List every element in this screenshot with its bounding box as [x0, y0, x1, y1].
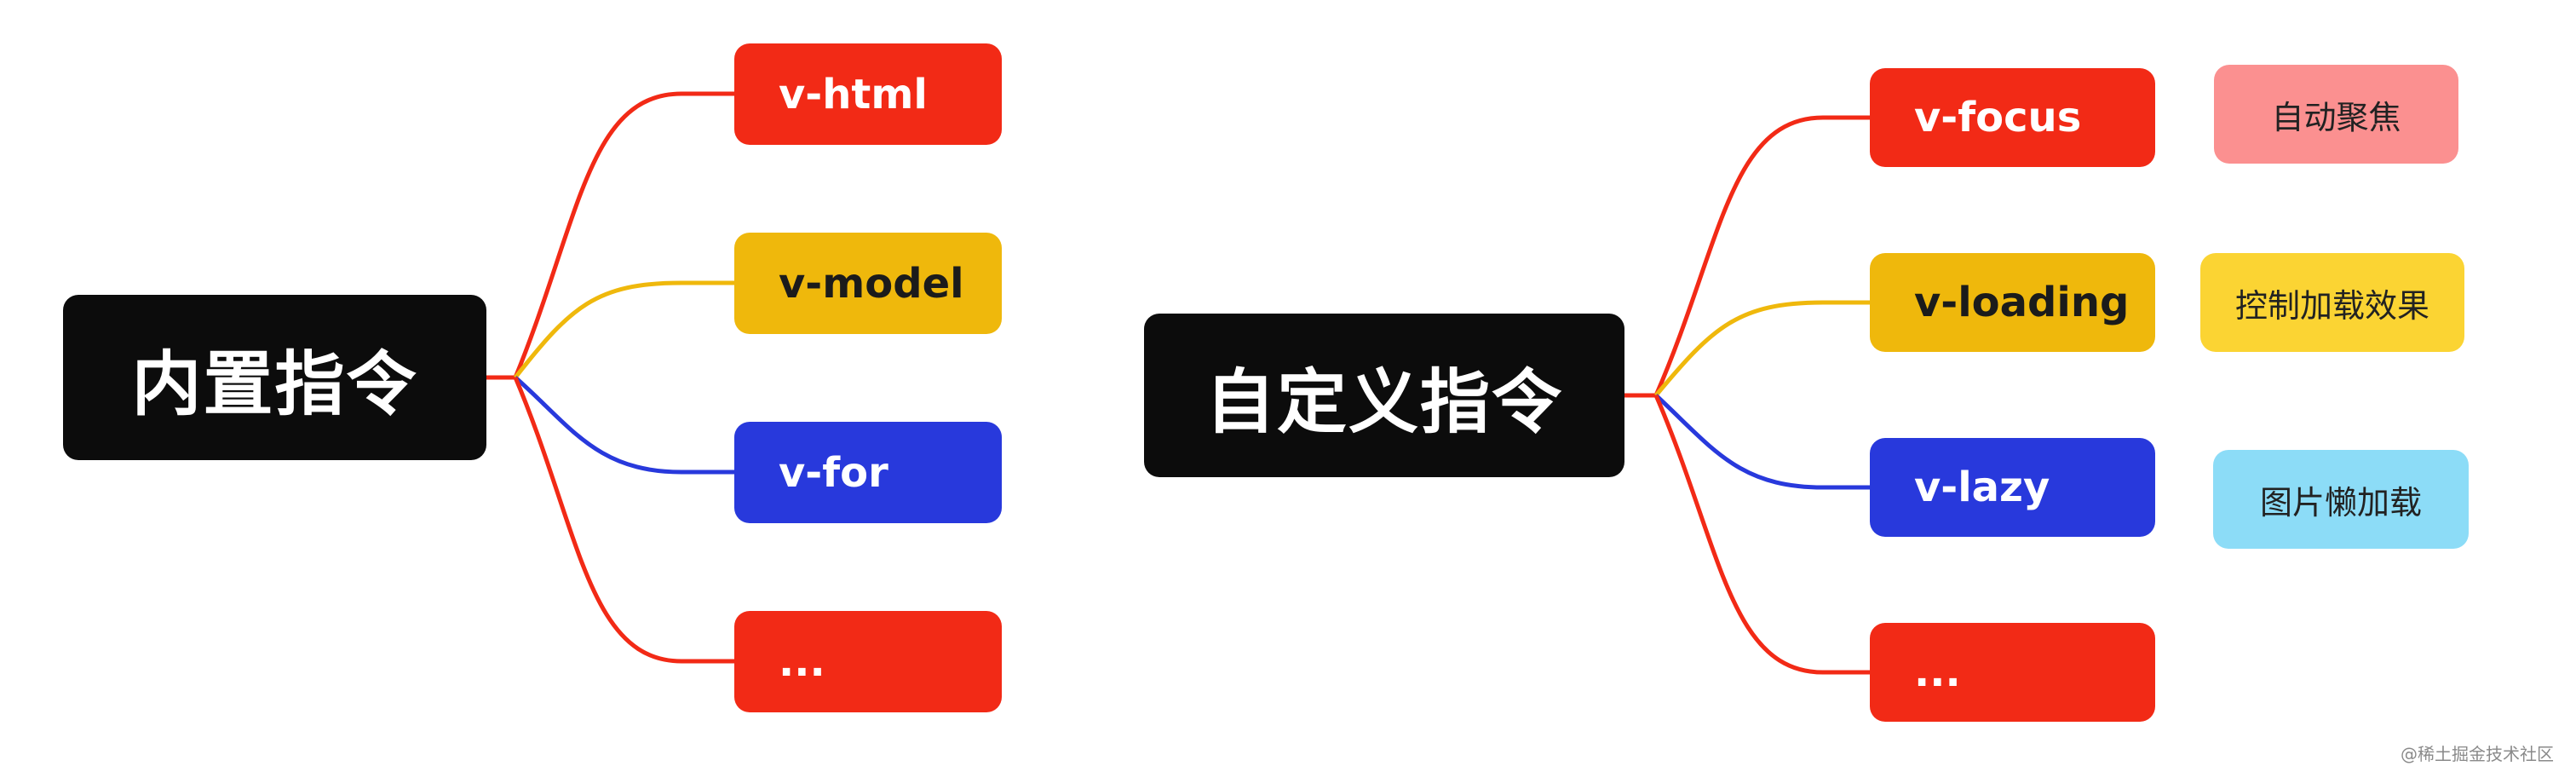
connector-right-4 — [1653, 395, 1870, 675]
root-node-label: 自定义指令 — [1205, 361, 1563, 443]
node-v-html: v-html — [734, 43, 1002, 145]
node-label: v-for — [779, 448, 888, 497]
note-lazy-image: 图片懒加载 — [2213, 450, 2469, 549]
node-label: v-model — [779, 259, 964, 308]
node-v-focus: v-focus — [1870, 68, 2155, 167]
note-label: 控制加载效果 — [2234, 286, 2429, 325]
note-loading-effect: 控制加载效果 — [2200, 253, 2464, 352]
node-v-for: v-for — [734, 422, 1002, 523]
node-label: v-focus — [1914, 94, 2082, 141]
node-label: v-loading — [1914, 279, 2130, 326]
connector-right-3 — [1654, 394, 1870, 490]
connector-left-1 — [513, 91, 734, 378]
node-label: v-html — [779, 70, 928, 118]
connector-left-2 — [514, 280, 734, 379]
connector-left-3 — [514, 376, 734, 475]
root-node-builtin-directives: 内置指令 — [63, 295, 486, 460]
note-label: 自动聚焦 — [2271, 98, 2401, 136]
note-auto-focus: 自动聚焦 — [2214, 65, 2458, 164]
node-v-model: v-model — [734, 233, 1002, 334]
node-v-loading: v-loading — [1870, 253, 2155, 352]
note-label: 图片懒加载 — [2259, 483, 2422, 521]
node-more-builtin: ... — [734, 611, 1002, 712]
node-label: ... — [779, 637, 825, 686]
node-v-lazy: v-lazy — [1870, 438, 2155, 537]
connector-right-2 — [1654, 300, 1870, 397]
connector-right-1 — [1653, 115, 1870, 397]
node-more-custom: ... — [1870, 623, 2155, 722]
connector-left-4 — [513, 377, 734, 664]
node-label: ... — [1914, 648, 1961, 696]
root-node-label: 内置指令 — [131, 343, 418, 425]
watermark: @稀土掘金技术社区 — [2401, 744, 2554, 764]
node-label: v-lazy — [1914, 464, 2050, 511]
root-node-custom-directives: 自定义指令 — [1144, 314, 1624, 477]
